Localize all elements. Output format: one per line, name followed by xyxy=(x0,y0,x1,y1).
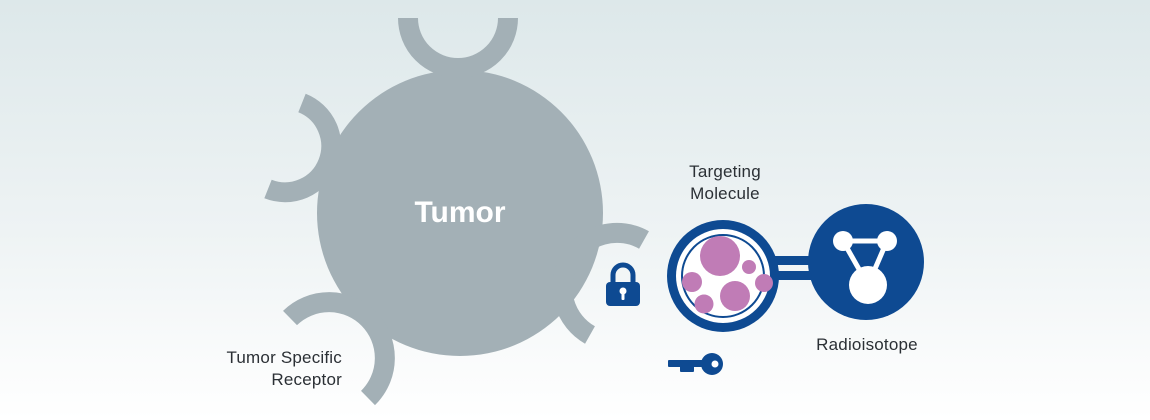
connector xyxy=(770,256,832,280)
receptor-bottom xyxy=(283,292,395,406)
particle xyxy=(700,236,740,276)
receptor-top xyxy=(398,17,518,78)
particle xyxy=(720,281,750,311)
receptors xyxy=(264,17,649,406)
receptor-label-line1: Tumor Specific xyxy=(226,348,342,367)
targeting-molecule-label-line1: Targeting xyxy=(689,162,761,181)
particle xyxy=(755,274,773,292)
receptor-label-line2: Receptor xyxy=(271,370,342,389)
receptor-label: Tumor Specific Receptor xyxy=(188,347,342,391)
particle xyxy=(682,272,702,292)
tumor-cell xyxy=(317,70,603,356)
radioisotope xyxy=(808,204,924,320)
molecule-icon xyxy=(833,231,897,304)
key-icon xyxy=(668,353,723,375)
receptor-right xyxy=(552,222,649,344)
tumor-label: Tumor xyxy=(414,196,506,229)
targeting-molecule xyxy=(667,220,779,332)
particle xyxy=(694,294,714,314)
targeting-molecule-label: Targeting Molecule xyxy=(660,161,790,205)
connector-top xyxy=(770,256,832,265)
particle xyxy=(742,260,756,274)
targeting-molecule-label-line2: Molecule xyxy=(690,184,760,203)
radioisotope-label: Radioisotope xyxy=(816,335,918,354)
receptor-left xyxy=(264,93,342,203)
lock-icon xyxy=(606,262,640,306)
connector-bottom xyxy=(770,271,832,280)
